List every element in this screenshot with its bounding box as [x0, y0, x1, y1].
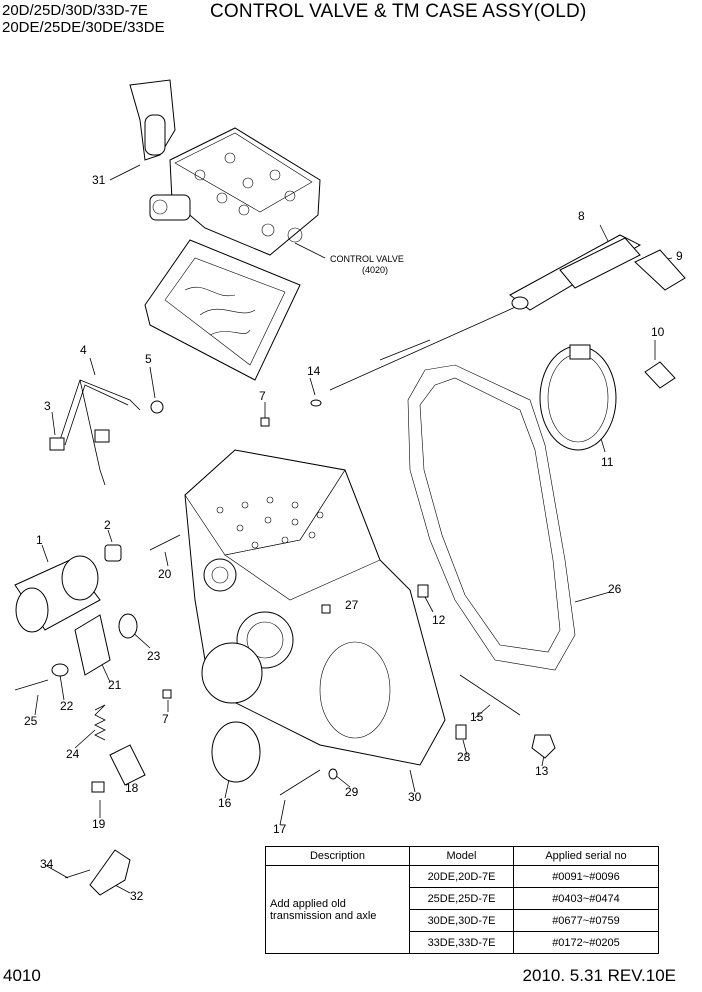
serial-cell: #0172~#0205: [513, 931, 659, 954]
part-5-washer: [150, 400, 164, 414]
part-7-plug: [260, 417, 270, 427]
part-9-clip: [634, 249, 686, 291]
callout-26: 26: [608, 582, 622, 596]
part-4-pipe: [49, 379, 141, 486]
callout-2: 2: [104, 518, 111, 532]
callout-25: 25: [24, 714, 38, 728]
callout-10: 10: [651, 325, 665, 339]
callout-28: 30: [408, 790, 422, 804]
callout-9: 9: [676, 249, 683, 263]
part-23-seal: [118, 613, 138, 639]
part-14-nut: [531, 734, 556, 759]
part-31-bracket: [129, 79, 176, 161]
part-32-bracket: [89, 849, 131, 896]
callout-1: 1: [36, 533, 43, 547]
valve-plate: [144, 239, 301, 381]
page-title: CONTROL VALVE & TM CASE ASSY(OLD): [210, 1, 587, 22]
callout-32: 32: [130, 889, 144, 903]
model-cell: 30DE,30D-7E: [409, 909, 514, 932]
callout-31: 31: [92, 173, 106, 187]
callout-4: 4: [80, 343, 87, 357]
part-34-bolt: [64, 869, 91, 879]
part-22-plate: [74, 614, 111, 676]
part-13-o-ring: [310, 399, 322, 407]
callout-5: 5: [145, 352, 152, 366]
part-11-brake-band: [539, 344, 617, 451]
callout-29: 28: [457, 750, 471, 764]
part-15-pin: [459, 674, 521, 716]
part-20-bolt: [149, 534, 181, 551]
callout-34: 34: [40, 857, 54, 871]
callout-13: 14: [307, 364, 321, 378]
callout-3: 3: [44, 399, 51, 413]
part-8-shaft: [509, 234, 642, 311]
part-29-dowel: [455, 724, 467, 740]
description-cell: Add applied old transmission and axle: [265, 865, 410, 954]
table-header-row: Description Model Applied serial no: [265, 846, 659, 866]
col-model: Model: [409, 846, 514, 866]
callout-19: 19: [92, 817, 106, 831]
part-1-oil-filter: [14, 555, 101, 633]
col-serial: Applied serial no: [513, 846, 659, 866]
revision-date: 2010. 5.31 REV.10E: [522, 966, 676, 985]
callout-18: 18: [125, 781, 139, 795]
transmission-case: [184, 449, 446, 766]
models-line-1: 20D/25D/30D/33D-7E: [2, 2, 148, 19]
table-row: 25DE,25D-7E #0403~#0474: [266, 887, 659, 910]
control-valve-code: (4020): [362, 265, 388, 275]
part-7b-plug: [162, 689, 172, 699]
model-list: 20D/25D/30D/33D-7E 20DE/25DE/30DE/33DE: [2, 2, 165, 36]
model-cell: 33DE,33D-7E: [409, 931, 514, 954]
part-25-pin: [14, 679, 49, 691]
callout-7-top: 7: [259, 389, 266, 403]
control-valve-label: CONTROL VALVE: [330, 254, 404, 264]
part-24-spring: [94, 704, 106, 741]
callout-20: 20: [158, 567, 172, 581]
callout-15: 15: [470, 710, 484, 724]
callout-24: 24: [66, 747, 80, 761]
serial-applicability-table: Description Model Applied serial no Add …: [265, 846, 659, 954]
callout-21: 22: [60, 699, 74, 713]
callout-30: 29: [345, 785, 359, 799]
part-16-bolt: [279, 769, 321, 796]
table-row: 33DE,33D-7E #0172~#0205: [266, 931, 659, 954]
callout-7-bottom: 7: [162, 712, 169, 726]
models-line-2: 20DE/25DE/30DE/33DE: [2, 19, 165, 36]
part-30-washer: [328, 768, 338, 780]
part-18-bracket: [109, 744, 146, 786]
model-cell: 25DE,25D-7E: [409, 887, 514, 910]
callout-22: 21: [108, 678, 122, 692]
part-19-bolt: [91, 781, 105, 793]
callout-14: 13: [535, 764, 549, 778]
col-description: Description: [265, 846, 410, 866]
callout-labels: 31 8 9 10 11 4 5 14 7 3 1 2 20 26 27 12 …: [24, 173, 683, 903]
table-row: Add applied old transmission and axle 20…: [265, 865, 659, 954]
serial-cell: #0403~#0474: [513, 887, 659, 910]
part-2-fitting: [104, 544, 122, 562]
part-26-gasket: [407, 364, 576, 671]
page-number: 4010: [3, 966, 41, 985]
part-21-ring: [51, 663, 69, 677]
callout-12: 12: [432, 613, 446, 627]
part-27-plug: [321, 604, 331, 614]
part-12-breather: [417, 584, 429, 598]
callout-8: 8: [578, 209, 585, 223]
part-10-block: [644, 361, 676, 389]
table-row: 30DE,30D-7E #0677~#0759: [266, 909, 659, 932]
part-17-oil-seal: [211, 721, 261, 783]
callout-16: 17: [273, 822, 287, 836]
callout-27: 27: [345, 598, 359, 612]
callout-17: 16: [218, 796, 232, 810]
serial-cell: #0677~#0759: [513, 909, 659, 932]
callout-11: 11: [601, 455, 614, 469]
serial-cell: #0091~#0096: [513, 865, 659, 888]
control-valve: [149, 127, 321, 256]
callout-23: 23: [147, 649, 161, 663]
model-cell: 20DE,20D-7E: [409, 865, 514, 888]
